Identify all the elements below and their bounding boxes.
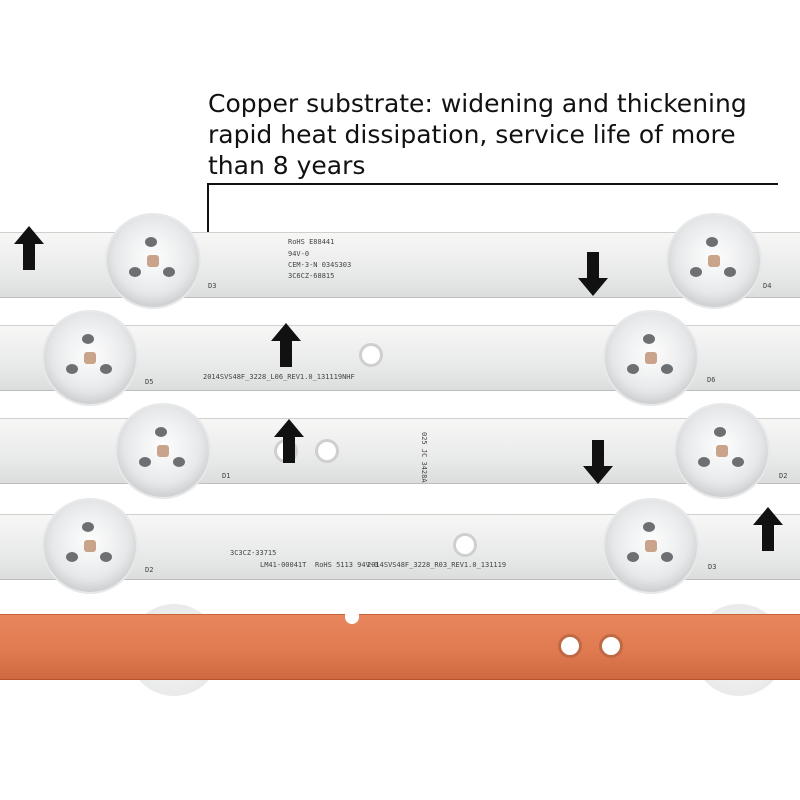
- arrow-up-icon: [14, 226, 44, 270]
- silk-label: D3: [208, 282, 217, 290]
- led-lens: [605, 500, 697, 592]
- led-lens: [107, 215, 199, 307]
- callout-leader: [207, 183, 209, 243]
- silk-label: CEM-3-N 034S303: [288, 261, 352, 269]
- caption-line-2: rapid heat dissipation, service life of …: [208, 120, 736, 149]
- silk-label: 2014SVS48F_3228_L06_REV1.0_131119NHF: [203, 373, 355, 381]
- mounting-hole: [318, 442, 336, 460]
- mounting-hole: [456, 536, 474, 554]
- silk-label: 3C3CZ-33715: [230, 549, 277, 557]
- led-lens: [117, 405, 209, 497]
- caption-line-3: than 8 years: [208, 151, 366, 180]
- led-lens: [605, 312, 697, 404]
- silk-label: D2: [145, 566, 154, 574]
- silk-label: D6: [707, 376, 716, 384]
- silk-label: D5: [145, 378, 154, 386]
- silk-label: D4: [763, 282, 772, 290]
- silk-label: 3C6CZ-68815: [288, 272, 335, 280]
- silk-label: RoHS E88441: [288, 238, 335, 246]
- silk-label: 2014SVS48F_3228_R03_REV1.0_131119: [367, 561, 507, 569]
- arrow-down-icon: [583, 440, 613, 484]
- mounting-hole: [602, 637, 620, 655]
- mounting-hole: [362, 346, 380, 364]
- led-lens: [676, 405, 768, 497]
- caption: Copper substrate: widening and thickenin…: [208, 88, 747, 181]
- silk-label: D3: [708, 563, 717, 571]
- silk-label: D2: [779, 472, 788, 480]
- arrow-up-icon: [274, 419, 304, 463]
- arrow-up-icon: [753, 507, 783, 551]
- silk-label: 94V-0: [288, 250, 310, 258]
- led-lens: [668, 215, 760, 307]
- silk-label: RoHS 5113 94V-0: [315, 561, 379, 569]
- led-lens: [44, 500, 136, 592]
- silk-label: D1: [222, 472, 231, 480]
- caption-line-1: Copper substrate: widening and thickenin…: [208, 89, 747, 118]
- callout-line: [208, 183, 778, 185]
- copper-substrate-strip: [0, 614, 800, 680]
- silk-label: LM41-00041T: [260, 561, 307, 569]
- arrow-down-icon: [578, 252, 608, 296]
- silk-stamp: 025 JC 3428A: [420, 432, 428, 483]
- mounting-hole: [561, 637, 579, 655]
- strip-notch: [345, 614, 359, 624]
- led-lens: [44, 312, 136, 404]
- arrow-up-icon: [271, 323, 301, 367]
